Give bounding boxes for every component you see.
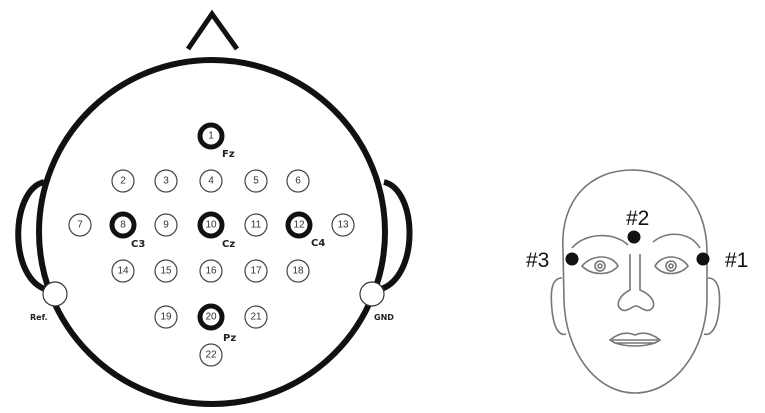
electrode-number: 21 (250, 312, 262, 323)
electrode-ring (154, 213, 178, 237)
left-ear (15, 179, 50, 293)
electrode-ring (199, 259, 223, 283)
electrode-4: 4 (199, 169, 223, 193)
electrode-ring (197, 211, 225, 239)
electrode-22: 22 (199, 343, 223, 367)
electrode-number: 7 (77, 220, 83, 231)
face-point-1 (696, 252, 710, 266)
electrode-ring (111, 259, 135, 283)
electrode-19: 19 (154, 305, 178, 329)
electrode-5: 5 (244, 169, 268, 193)
right-face-ear (703, 277, 721, 336)
nose-marker (185, 9, 240, 51)
face-label-2: #2 (626, 207, 649, 230)
electrode-7: 7 (68, 213, 92, 237)
electrode-ring (244, 213, 268, 237)
electrode-20: 20 (197, 303, 225, 331)
electrode-number: 9 (163, 220, 169, 231)
reference-label: Ref. (30, 313, 48, 322)
right-ear (376, 179, 413, 293)
face-point-2 (627, 230, 641, 244)
mouth (608, 332, 662, 347)
electrode-ring (331, 213, 355, 237)
electrode-11: 11 (244, 213, 268, 237)
electrode-number: 20 (205, 312, 217, 323)
label-pz: Pz (223, 333, 236, 344)
electrode-14: 14 (111, 259, 135, 283)
ground-electrode (359, 281, 385, 307)
electrode-number: 14 (117, 266, 129, 277)
face-label-3: #3 (526, 249, 549, 272)
electrode-13: 13 (331, 213, 355, 237)
right-eyebrow (652, 233, 701, 249)
electrode-ring (68, 213, 92, 237)
electrode-2: 2 (111, 169, 135, 193)
electrode-ring (199, 169, 223, 193)
left-eyebrow (571, 234, 629, 249)
label-cz: Cz (222, 239, 235, 250)
electrode-ring (154, 169, 178, 193)
electrode-ring (244, 259, 268, 283)
electrode-ring (154, 259, 178, 283)
left-face-ear (550, 277, 567, 336)
reference-electrode (42, 281, 68, 307)
electrode-number: 11 (251, 220, 262, 231)
electrode-number: 2 (120, 176, 126, 187)
face-point-3 (565, 252, 579, 266)
electrode-number: 1 (208, 131, 214, 142)
electrode-number: 4 (208, 176, 214, 187)
electrode-number: 15 (160, 266, 172, 277)
electrode-3: 3 (154, 169, 178, 193)
electrode-ring (285, 211, 313, 239)
face-label-1: #1 (725, 249, 748, 272)
electrode-9: 9 (154, 213, 178, 237)
electrode-ring (244, 169, 268, 193)
electrode-number: 22 (205, 350, 217, 361)
electrode-18: 18 (286, 259, 310, 283)
electrode-number: 19 (160, 312, 172, 323)
electrode-number: 18 (292, 266, 304, 277)
electrode-number: 6 (295, 176, 301, 187)
electrode-12: 12 (285, 211, 313, 239)
electrode-number: 3 (163, 176, 169, 187)
electrode-number: 10 (205, 220, 217, 231)
electrode-number: 5 (253, 176, 259, 187)
electrode-ring (197, 303, 225, 331)
nose (617, 254, 655, 312)
electrode-8: 8 (109, 211, 137, 239)
right-eye (654, 256, 689, 275)
left-eye (580, 256, 619, 275)
electrode-1: 1 (197, 122, 225, 150)
electrode-6: 6 (286, 169, 310, 193)
electrode-21: 21 (244, 305, 268, 329)
ground-label: GND (374, 313, 394, 322)
electrode-ring (286, 259, 310, 283)
electrode-ring (286, 169, 310, 193)
electrode-number: 17 (250, 266, 262, 277)
label-fz: Fz (222, 149, 235, 160)
label-c3: C3 (131, 239, 145, 250)
electrode-10: 10 (197, 211, 225, 239)
electrode-number: 13 (337, 220, 349, 231)
electrode-number: 16 (205, 266, 217, 277)
electrode-15: 15 (154, 259, 178, 283)
face-map (550, 169, 721, 394)
electrode-ring (109, 211, 137, 239)
electrode-17: 17 (244, 259, 268, 283)
electrode-ring (244, 305, 268, 329)
electrode-ring (111, 169, 135, 193)
electrode-number: 8 (120, 220, 126, 231)
electrode-ring (199, 343, 223, 367)
electrode-ring (197, 122, 225, 150)
electrode-ring (154, 305, 178, 329)
electrode-16: 16 (199, 259, 223, 283)
electrode-number: 12 (293, 220, 305, 231)
label-c4: C4 (311, 238, 325, 249)
face-outline (562, 169, 708, 394)
